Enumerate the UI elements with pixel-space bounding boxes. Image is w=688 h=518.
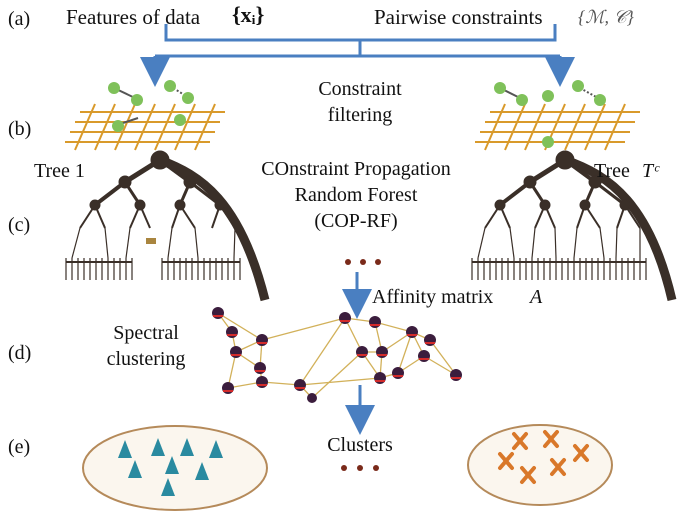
step-c-label: (c): [8, 214, 31, 236]
triangle-icon: [195, 462, 209, 480]
trees-ellipsis-icon: [345, 259, 381, 265]
triangle-icon: [118, 440, 132, 458]
step-e-label: (e): [8, 436, 31, 458]
constraint-filtering-label-1: Constraint: [318, 78, 402, 100]
cross-icon: [512, 432, 528, 450]
spectral-label-1: Spectral: [113, 322, 179, 344]
right-constraint-nodes: [494, 80, 606, 148]
coprf-label-1: COnstraint Propagation: [261, 158, 451, 180]
cross-icon: [550, 458, 566, 476]
left-constraint-nodes: [108, 80, 194, 132]
spectral-label-2: clustering: [106, 348, 186, 370]
step-b-label: (b): [8, 118, 32, 140]
cluster-crosses: [467, 424, 613, 506]
features-label: Features of data: [66, 5, 201, 29]
triangle-icon: [209, 440, 223, 458]
step-a-label: (a): [8, 8, 31, 30]
cluster-triangles: [82, 425, 268, 511]
features-math: {xᵢ}: [232, 2, 265, 27]
triangle-icon: [161, 478, 175, 496]
cross-icon: [543, 430, 559, 448]
tree-tc-icon: [471, 150, 677, 302]
triangle-icon: [165, 456, 179, 474]
affinity-graph-icon: [212, 307, 462, 403]
pairwise-label: Pairwise constraints: [374, 5, 543, 29]
pairwise-math: {ℳ, 𝒞}: [578, 7, 634, 27]
right-grid-icon: [475, 103, 640, 151]
triangle-icon: [180, 438, 194, 456]
triangle-icon: [128, 460, 142, 478]
triangle-icon: [151, 438, 165, 456]
coprf-label-2: Random Forest: [294, 184, 418, 206]
cross-icon: [520, 466, 536, 484]
affinity-label: Affinity matrix: [372, 286, 494, 308]
cross-icon: [573, 444, 589, 462]
input-bracket: [140, 24, 575, 87]
cross-icon: [498, 452, 514, 470]
coprf-label-3: (COP-RF): [314, 210, 398, 232]
constraint-filtering-label-2: filtering: [327, 104, 393, 126]
left-grid-icon: [65, 103, 225, 151]
step-d-label: (d): [8, 342, 32, 364]
tree-1-label: Tree 1: [34, 160, 85, 182]
tree-tc-label: Tree: [594, 160, 630, 182]
clusters-label: Clusters: [327, 434, 393, 456]
clusters-ellipsis-icon: [341, 465, 379, 471]
tree-1-icon: [65, 150, 270, 302]
affinity-math: A: [530, 286, 543, 308]
tree-tc-math: Tᶜ: [642, 160, 659, 182]
